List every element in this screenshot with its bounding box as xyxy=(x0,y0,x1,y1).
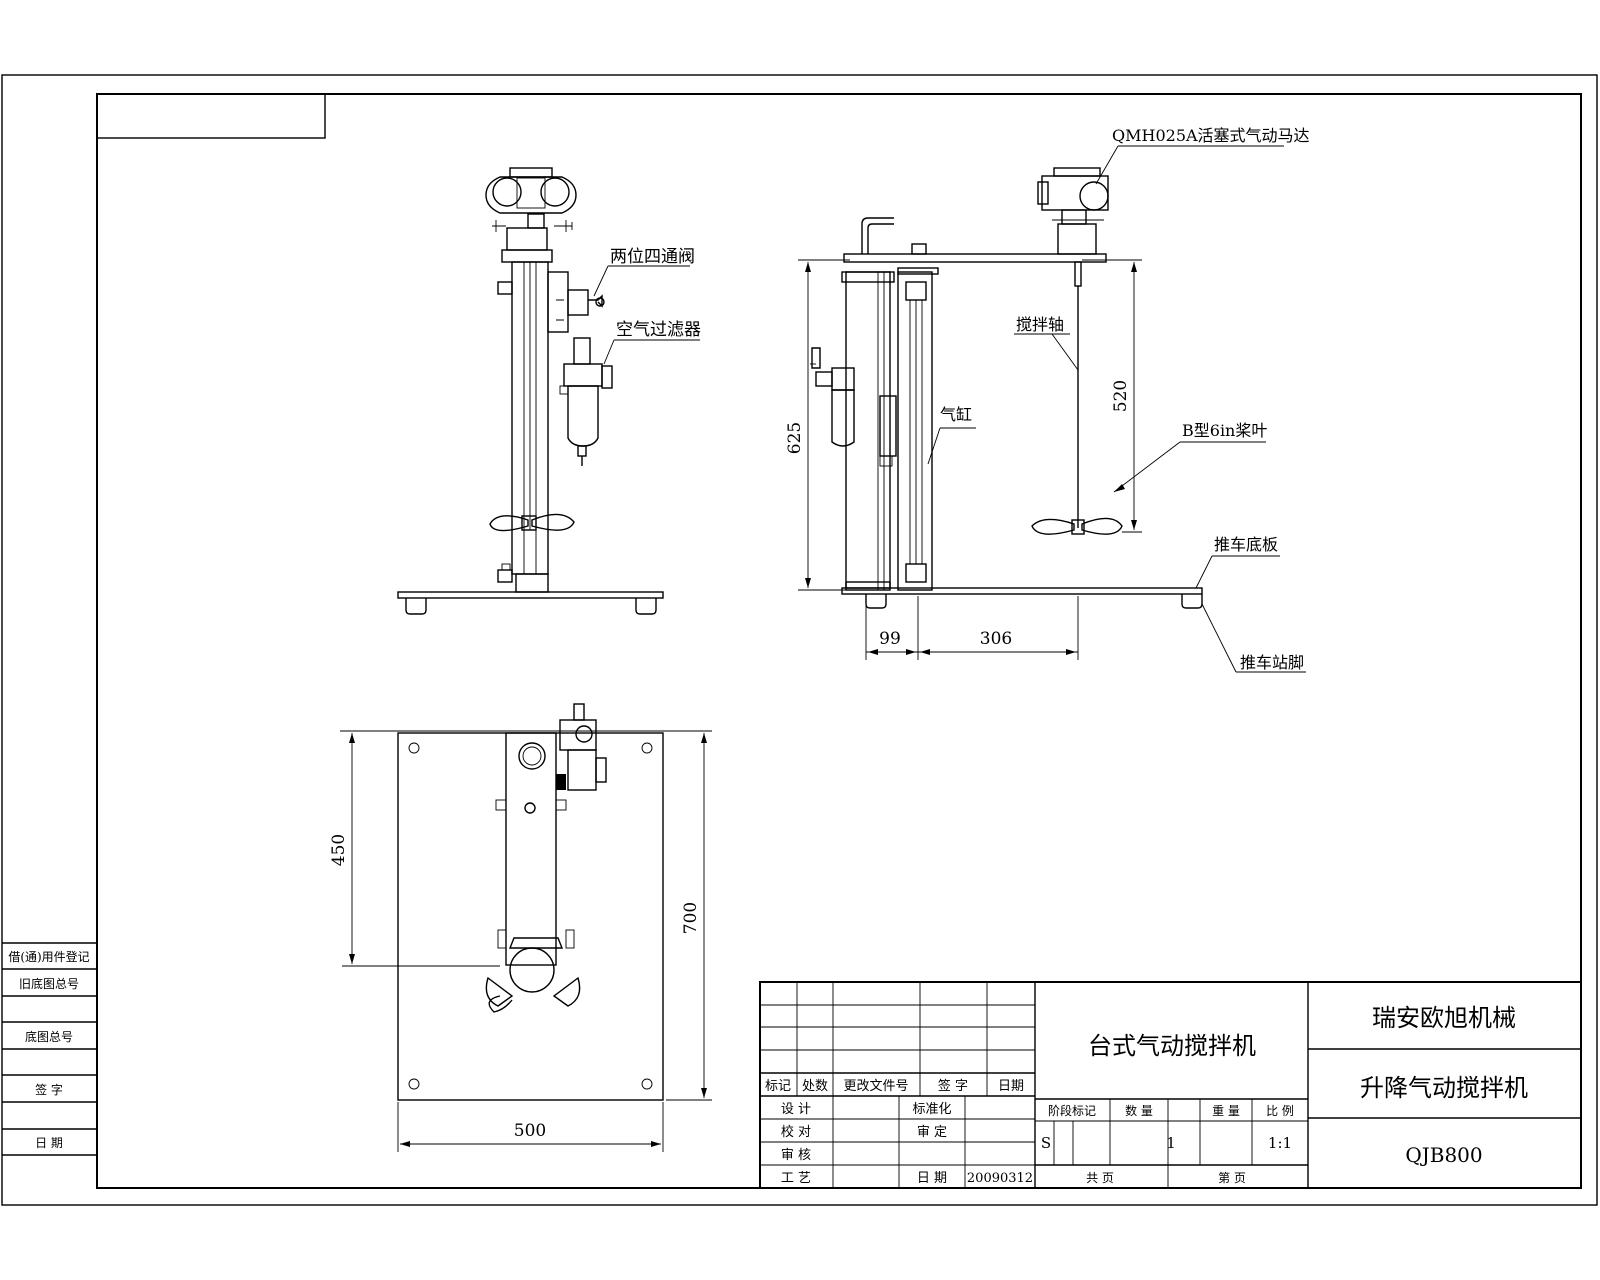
tb-row0-0: 设 计 xyxy=(781,1102,811,1117)
front-filter-bowl xyxy=(567,385,599,447)
left-strip: 借(通)用件登记 旧底图总号 底图总号 签 字 日 期 xyxy=(2,942,97,1156)
front-impeller xyxy=(489,515,529,532)
top-column xyxy=(505,732,557,966)
front-motor-cap xyxy=(509,167,553,178)
sheet-number: 第 页 xyxy=(1218,1171,1246,1185)
tb-row3-0: 工 艺 xyxy=(781,1171,811,1186)
label-shaft: 搅拌轴 xyxy=(1016,315,1064,334)
stage-value-1: 1 xyxy=(1166,1134,1176,1152)
title-block: 标记 处数 更改文件号 签 字 日期 设 计 标准化 校 对 审 定 审 核 工… xyxy=(759,981,1582,1189)
strip-label-0: 借(通)用件登记 xyxy=(8,949,89,964)
side-column xyxy=(845,271,891,591)
dim-700: 700 xyxy=(681,902,701,934)
label-base: 推车底板 xyxy=(1214,535,1278,554)
side-view xyxy=(810,167,1203,609)
front-view-labels: 两位四通阀 空气过滤器 xyxy=(593,247,701,365)
top-view xyxy=(397,703,664,1101)
dim-450: 450 xyxy=(329,834,349,866)
side-view-labels: QMH025A活塞式气动马达 搅拌轴 气缸 B型6in桨叶 推车底板 推车站脚 xyxy=(927,126,1310,673)
label-filter: 空气过滤器 xyxy=(616,320,701,340)
top-left-box xyxy=(96,93,326,139)
tb-row2-0: 审 核 xyxy=(781,1148,811,1163)
tb-header-2: 更改文件号 xyxy=(843,1079,908,1094)
label-motor: QMH025A活塞式气动马达 xyxy=(1112,126,1310,145)
strip-label-2: 底图总号 xyxy=(25,1029,73,1044)
front-valve xyxy=(547,271,569,333)
tb-row3-3: 20090312 xyxy=(967,1171,1033,1186)
tb-row1-2: 审 定 xyxy=(917,1125,947,1140)
tb-header-1: 处数 xyxy=(802,1079,828,1094)
front-view xyxy=(397,167,664,615)
tb-header-0: 标记 xyxy=(765,1079,791,1094)
side-motor-cap xyxy=(1053,167,1101,177)
label-valve: 两位四通阀 xyxy=(610,247,695,267)
front-base xyxy=(397,591,664,599)
label-cylinder: 气缸 xyxy=(940,405,972,424)
drawing-name: 升降气动搅拌机 xyxy=(1360,1074,1528,1102)
side-cylinder xyxy=(897,271,933,591)
stage-value-3: 1:1 xyxy=(1268,1134,1292,1152)
dim-520: 520 xyxy=(1111,380,1131,412)
sheet-total: 共 页 xyxy=(1086,1171,1114,1185)
label-impeller: B型6in桨叶 xyxy=(1182,421,1267,440)
side-base xyxy=(841,587,1203,595)
product-name: 台式气动搅拌机 xyxy=(1088,1032,1256,1060)
drawing-number: QJB800 xyxy=(1405,1143,1482,1167)
label-foot: 推车站脚 xyxy=(1240,653,1304,672)
strip-label-4: 日 期 xyxy=(35,1136,63,1150)
outer-border xyxy=(1,74,1598,1206)
strip-label-1: 旧底图总号 xyxy=(19,976,79,991)
dim-306: 306 xyxy=(980,629,1012,649)
side-dimensions: 625 520 99 306 xyxy=(785,259,1142,660)
tb-row1-0: 校 对 xyxy=(781,1124,811,1140)
dim-500: 500 xyxy=(514,1121,546,1141)
stage-header-3: 比 例 xyxy=(1266,1104,1294,1118)
side-shaft xyxy=(1074,261,1082,287)
stage-header-0: 阶段标记 xyxy=(1048,1103,1096,1118)
side-top-plate xyxy=(843,253,1107,263)
tb-row3-2: 日 期 xyxy=(917,1171,947,1186)
stage-header-1: 数 量 xyxy=(1125,1103,1153,1118)
front-motor-body xyxy=(485,176,577,214)
top-base-plate xyxy=(397,732,664,1101)
top-dimensions: 450 700 500 xyxy=(329,730,712,1152)
tb-header-4: 日期 xyxy=(998,1079,1024,1094)
dim-625: 625 xyxy=(785,422,805,454)
stage-value-0: S xyxy=(1041,1134,1051,1152)
tb-row0-2: 标准化 xyxy=(912,1102,951,1117)
inner-border xyxy=(96,93,1582,1189)
company-name: 瑞安欧旭机械 xyxy=(1372,1004,1516,1032)
top-motor xyxy=(508,937,564,949)
stage-header-2: 重 量 xyxy=(1212,1104,1240,1118)
tb-header-3: 签 字 xyxy=(938,1078,968,1094)
side-impeller xyxy=(1031,518,1075,535)
front-filter-head xyxy=(563,363,603,387)
dim-99: 99 xyxy=(879,629,901,649)
strip-label-3: 签 字 xyxy=(35,1082,63,1097)
